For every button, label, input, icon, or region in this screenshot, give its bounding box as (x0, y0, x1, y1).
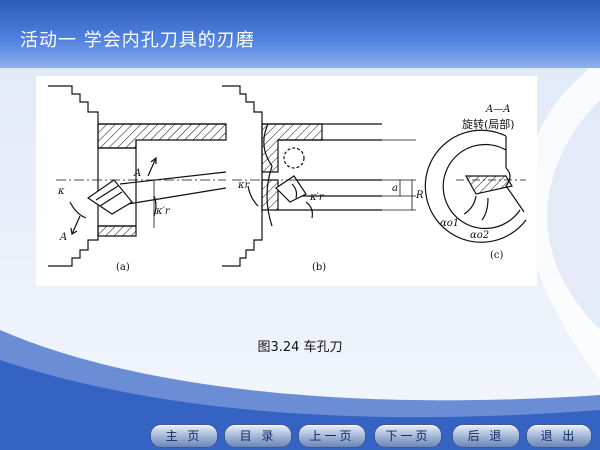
boring-tool-diagram: κ κ′r A A (a) (48, 85, 527, 273)
label-alpha-o2: αo2 (470, 230, 489, 241)
sublabel-b: (b) (312, 262, 326, 273)
prev-page-button[interactable]: 上一页 (298, 424, 366, 448)
label-dim-r: R (415, 190, 424, 201)
exit-button[interactable]: 退 出 (526, 424, 592, 448)
home-button[interactable]: 主 页 (150, 424, 218, 448)
next-page-button[interactable]: 下一页 (374, 424, 442, 448)
figure-caption: 图3.24 车孔刀 (257, 340, 343, 355)
contents-button[interactable]: 目 录 (224, 424, 292, 448)
slide-title: 活动一 学会内孔刀具的刃磨 (20, 30, 255, 51)
label-kappa-prime-a: κ′r (155, 206, 171, 217)
label-section-aa: A—A (485, 104, 510, 115)
figure-panel: κ κ′r A A (a) (36, 76, 537, 286)
diagram-c (424, 129, 527, 243)
label-section-a-bottom: A (59, 232, 67, 243)
label-kappa-prime-b: κ′r (309, 192, 325, 203)
label-dim-a: a (392, 183, 398, 194)
label-kappa-b: κr (237, 180, 251, 191)
sublabel-a: (a) (116, 262, 130, 273)
label-kappa-a: κ (57, 186, 65, 197)
sublabel-c: (c) (490, 250, 504, 261)
label-section-a-top: A (133, 168, 141, 179)
diagram-b (222, 85, 416, 267)
title-bar (0, 0, 600, 68)
back-button[interactable]: 后 退 (452, 424, 520, 448)
diagram-a (48, 85, 227, 267)
label-rotated-partial: 旋转(局部) (462, 117, 515, 131)
label-alpha-o1: αo1 (440, 218, 459, 229)
